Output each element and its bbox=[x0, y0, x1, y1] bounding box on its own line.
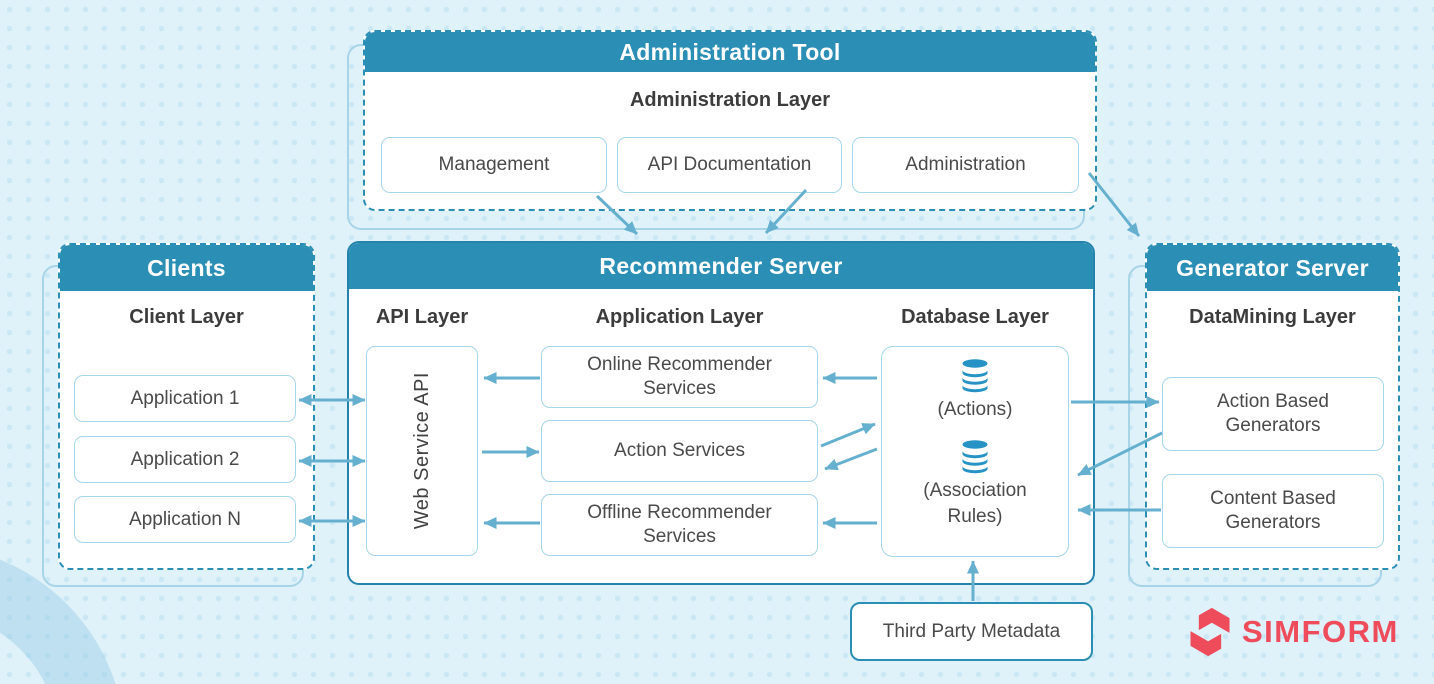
action-services-node: Action Services bbox=[541, 420, 818, 482]
application-2-node: Application 2 bbox=[74, 436, 296, 483]
action-based-generators-node: Action Based Generators bbox=[1162, 377, 1384, 451]
simform-logo: SIMFORM bbox=[1187, 606, 1399, 658]
administration-tool-title: Administration Tool bbox=[365, 32, 1095, 72]
online-recommender-services-node: Online Recommender Services bbox=[541, 346, 818, 408]
application-layer-label: Application Layer bbox=[595, 306, 764, 328]
api-documentation-node: API Documentation bbox=[617, 137, 842, 193]
generator-server-title: Generator Server bbox=[1147, 245, 1398, 291]
generator-server-panel: Generator Server DataMining Layer Action… bbox=[1145, 243, 1400, 570]
client-layer-label: Client Layer bbox=[129, 306, 244, 328]
administration-tool-panel: Administration Tool Administration Layer… bbox=[363, 30, 1097, 211]
application-1-node: Application 1 bbox=[74, 375, 296, 422]
database-icon bbox=[962, 439, 988, 473]
recommender-server-title: Recommender Server bbox=[349, 243, 1093, 289]
management-node: Management bbox=[381, 137, 607, 193]
simform-logo-text: SIMFORM bbox=[1242, 614, 1399, 649]
clients-title: Clients bbox=[60, 245, 313, 291]
offline-recommender-services-node: Offline Recommender Services bbox=[541, 494, 818, 556]
database-layer-label: Database Layer bbox=[901, 306, 1049, 328]
datamining-layer-label: DataMining Layer bbox=[1189, 306, 1356, 328]
web-service-api-label: Web Service API bbox=[410, 372, 433, 530]
content-based-generators-node: Content Based Generators bbox=[1162, 474, 1384, 548]
database-node: (Actions) (Association Rules) bbox=[881, 346, 1069, 557]
api-layer-label: API Layer bbox=[375, 306, 469, 328]
third-party-metadata-node: Third Party Metadata bbox=[850, 602, 1093, 661]
actions-db-label: (Actions) bbox=[937, 399, 1013, 420]
administration-layer-label: Administration Layer bbox=[629, 89, 831, 111]
clients-panel: Clients Client Layer Application 1 Appli… bbox=[58, 243, 315, 570]
association-rules-db-label: (Association Rules) bbox=[923, 479, 1027, 528]
application-n-node: Application N bbox=[74, 496, 296, 543]
simform-logo-icon bbox=[1190, 607, 1230, 657]
recommender-server-panel: Recommender Server API Layer Application… bbox=[347, 241, 1095, 585]
database-icon bbox=[962, 359, 988, 393]
web-service-api-node: Web Service API bbox=[366, 346, 478, 556]
administration-node: Administration bbox=[852, 137, 1079, 193]
